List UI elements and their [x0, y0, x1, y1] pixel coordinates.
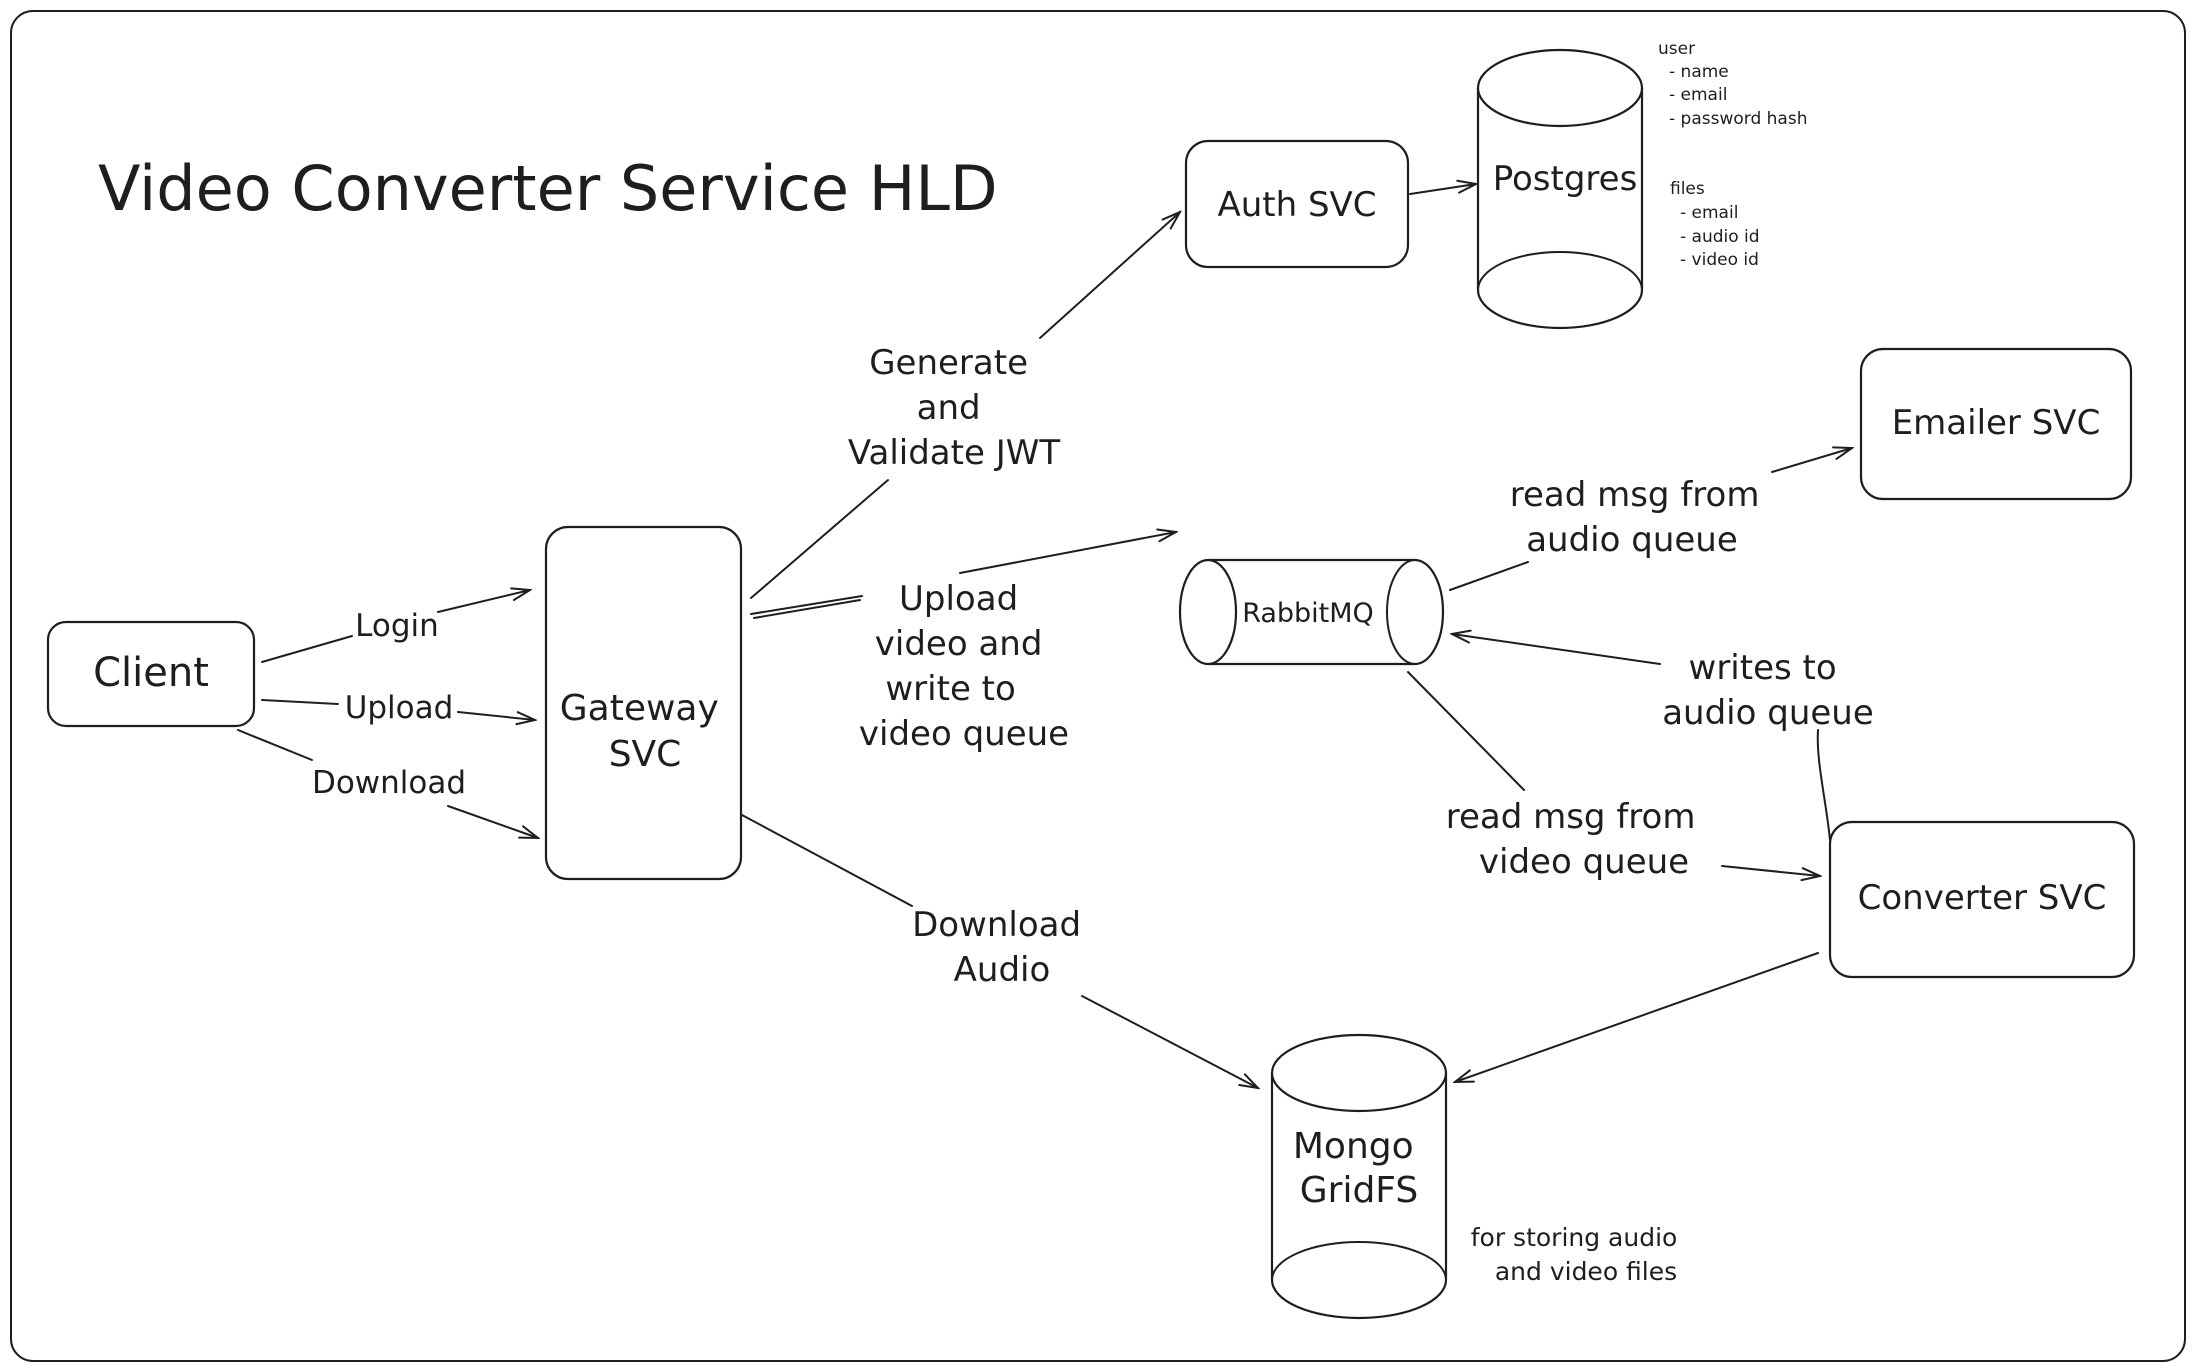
postgres-node[interactable]: Postgres [1476, 48, 1644, 330]
schema-files-audio: - audio id [1680, 227, 1760, 247]
client-label: Client [93, 650, 209, 696]
schema-files-video: - video id [1680, 250, 1759, 270]
edge-jwt-label-line2: and [917, 388, 981, 428]
edge-upload-video-line3: write to [885, 669, 1015, 709]
edge-download-audio-line2: Audio [954, 950, 1051, 990]
svg-text:for storing audio and vide: for storing audio and video files [1471, 1223, 1686, 1286]
mongo-node[interactable]: Mongo GridFS [1270, 1033, 1448, 1320]
edge-upload-video-line1: Upload [899, 579, 1018, 619]
edge-converter-mongo [1455, 952, 1819, 1082]
edge-upload-video-line4: video queue [859, 714, 1069, 754]
edge-writes-audio: writes to audio queue [1452, 634, 1874, 841]
diagram-title: Video Converter Service HLD [98, 152, 998, 225]
svg-text:Download Audio: Download Audio [912, 905, 1092, 990]
edge-read-audio: read msg from audio queue [1449, 448, 1852, 591]
edge-upload-video[interactable]: Upload video and write to video queue [750, 532, 1176, 754]
mongo-label-line1: Mongo [1293, 1126, 1414, 1167]
svg-text:Mongo GridFS: Mongo GridFS [1293, 1126, 1425, 1211]
auth-node[interactable]: Auth SVC [1184, 139, 1410, 269]
mongo-label-line2: GridFS [1300, 1170, 1418, 1211]
edge-upload-label: Upload [345, 690, 454, 726]
edge-read-video-line1: read msg from [1446, 797, 1696, 837]
emailer-node[interactable]: Emailer SVC [1859, 347, 2133, 501]
edge-login: Login [261, 590, 530, 663]
edge-read-video: read msg from video queue [1407, 671, 1820, 882]
gateway-label-line1: Gateway [560, 688, 719, 729]
edge-jwt-label-line1: Generate [869, 343, 1028, 383]
emailer-label: Emailer SVC [1892, 403, 2101, 443]
converter-label: Converter SVC [1858, 878, 2107, 918]
edge-read-audio-line1: read msg from [1510, 475, 1760, 515]
schema-user-name: - name [1669, 62, 1729, 82]
edge-jwt: Generate and Validate JWT [750, 212, 1180, 599]
canvas-frame [10, 10, 2186, 1362]
postgres-schema-note: user - name - email - password hash file… [1658, 39, 1807, 270]
edge-writes-audio-line2: audio queue [1662, 693, 1874, 733]
schema-user: user [1658, 39, 1695, 59]
gateway-label-line2: SVC [609, 734, 682, 775]
edge-auth-postgres [1409, 184, 1476, 195]
edge-login-label: Login [355, 608, 439, 644]
edge-download[interactable]: Download [237, 729, 538, 838]
edge-download-audio-line1: Download [912, 905, 1081, 945]
edge-writes-audio-line1: writes to [1689, 648, 1837, 688]
schema-user-email: - email [1669, 85, 1727, 105]
edge-read-video-line2: video queue [1479, 842, 1689, 882]
edge-upload-video-line2: video and [875, 624, 1043, 664]
svg-text:read msg from audio queu: read msg from audio queue [1510, 475, 1771, 560]
rabbitmq-node[interactable]: RabbitMQ [1178, 558, 1445, 666]
edge-jwt-label-line3: Validate JWT [848, 433, 1060, 473]
mongo-note-line1: for storing audio [1471, 1223, 1678, 1252]
mongo-note-line2: and video files [1495, 1257, 1677, 1286]
svg-text:read msg from video queu: read msg from video queue [1446, 797, 1707, 882]
edge-download-audio[interactable]: Download Audio [741, 814, 1258, 1088]
schema-files: files [1670, 179, 1705, 199]
rabbitmq-label: RabbitMQ [1242, 598, 1374, 629]
edge-read-audio-line2: audio queue [1526, 520, 1738, 560]
svg-text:Generate and Valid: Generate and Validate JWT [848, 343, 1060, 473]
auth-label: Auth SVC [1217, 185, 1376, 225]
converter-node[interactable]: Converter SVC [1828, 820, 2136, 979]
edge-download-label: Download [312, 765, 466, 801]
gateway-node[interactable]: Gateway SVC [544, 525, 743, 881]
svg-text:Gateway SVC: Gateway SVC [560, 688, 730, 775]
svg-text:Upload video and w: Upload video and write to video queue [859, 579, 1069, 754]
edge-upload[interactable]: Upload [261, 690, 535, 726]
svg-text:writes to audio queue: writes to audio queue [1662, 648, 1874, 733]
postgres-label: Postgres [1493, 159, 1638, 199]
client-node[interactable]: Client [46, 620, 256, 728]
schema-files-email: - email [1680, 203, 1738, 223]
schema-user-password: - password hash [1669, 109, 1807, 129]
